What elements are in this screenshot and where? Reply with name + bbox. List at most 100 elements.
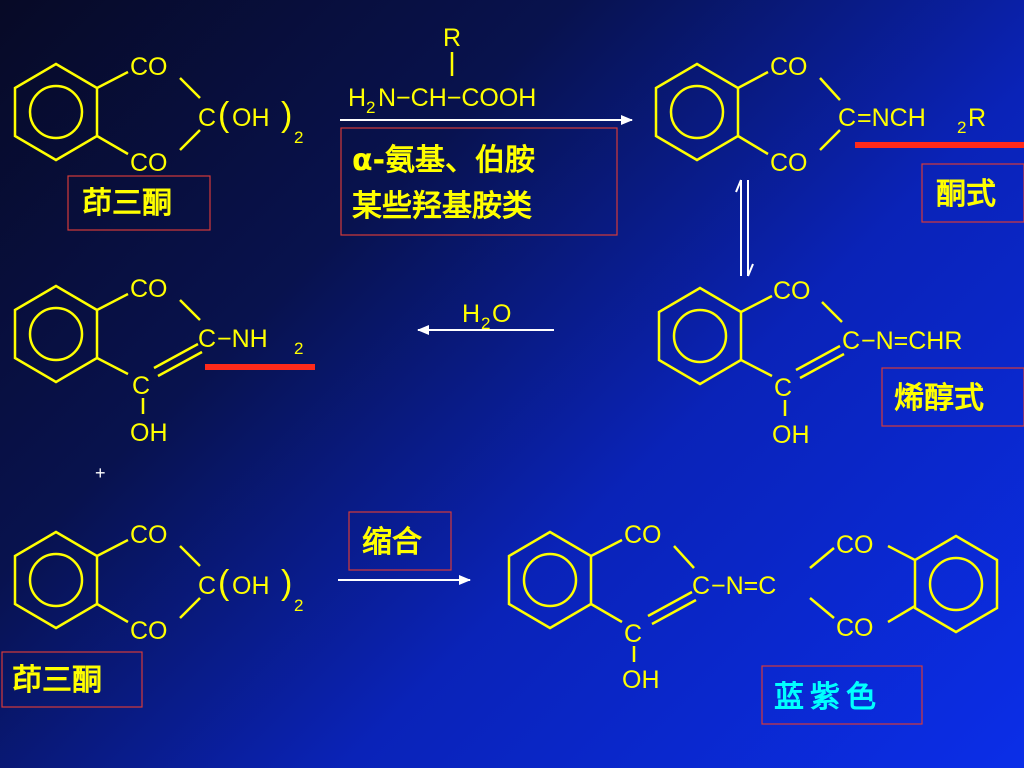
bond [740,294,773,314]
double-bond [647,590,693,618]
benzene-ring [654,62,740,162]
bond [737,70,769,90]
r-group-label: R [968,104,986,132]
reagent-line-2: 某些羟基胺类 [352,189,532,224]
carbon-label: C [624,620,642,648]
benzene-aromatic-circle [928,556,984,612]
benzene-aromatic-circle [672,308,728,364]
carbon-label: C [132,372,150,400]
carbonyl-label: CO [770,149,808,177]
carbon-label: C [838,104,856,132]
bond [96,538,129,558]
carbonyl-label: CO [130,275,168,303]
label-box-ninhydrin [67,175,211,231]
carbonyl-label: CO [836,614,874,642]
bond [590,602,623,624]
keto-form-label: 酮式 [936,177,996,212]
paren-open: ( [218,564,230,602]
amino-acid-chain: N−CH−COOH [378,84,536,112]
paren-open: ( [218,96,230,134]
benzene-ring [507,530,593,630]
ninhydrin-structure-top: CO CO C ( OH ) 2 [13,53,303,177]
hydroxyl-label: OH [232,104,270,132]
benzene-aromatic-circle [28,84,84,140]
bond [96,356,129,376]
plus-sign: + [95,463,106,483]
subscript-2: 2 [957,118,966,137]
amino-acid-formula: R H 2 N−CH−COOH [348,24,536,117]
reagent-line-1: α-氨基、伯胺 [352,143,535,178]
carbon-label: C [198,104,216,132]
reagent-box [340,127,618,236]
double-bond [799,352,845,380]
benzene-ring [13,62,99,162]
imine-group: −N=CHR [861,327,962,355]
condensation-label: 缩合 [362,525,422,560]
imine-link: −N=C [711,572,776,600]
bond [96,602,129,624]
ninhydrin-structure-bottom: CO CO C ( OH ) 2 [13,521,303,645]
bond [819,77,841,101]
label-box-condensation [348,511,452,571]
amine-h-label: H [348,84,366,112]
benzene-aromatic-circle [28,552,84,608]
purple-product-structure: CO C −N=C C OH CO CO [507,521,999,694]
bond [179,129,201,151]
benzene-aromatic-circle [522,552,578,608]
benzene-ring [657,286,743,386]
label-box-keto [921,163,1024,223]
bond [590,538,623,558]
benzene-ring [913,534,999,634]
bond [809,597,835,619]
keto-form-structure: CO CO C =NCH 2 R [654,53,986,177]
bond [821,301,843,323]
carbonyl-label: CO [130,53,168,81]
subscript-2: 2 [481,314,490,333]
bond [179,299,201,321]
paren-close: ) [281,564,292,602]
carbon-label: C [692,572,710,600]
carbon-label: C [842,327,860,355]
benzene-ring [13,284,99,384]
subscript-2: 2 [294,339,303,358]
water-o-label: O [492,300,511,328]
double-bond [651,598,697,626]
carbonyl-label: CO [773,277,811,305]
enol-form-label: 烯醇式 [894,381,984,416]
bond [179,545,201,567]
carbonyl-label: CO [836,531,874,559]
bond [887,604,916,624]
bond [673,545,695,569]
carbonyl-label: CO [130,617,168,645]
bond [819,129,841,151]
amine-group: −NH [217,325,268,353]
carbon-label: C [774,374,792,402]
bond [179,77,201,99]
label-box-enol [881,367,1024,427]
label-box-ninhydrin [1,651,143,708]
carbonyl-label: CO [130,149,168,177]
carbonyl-label: CO [624,521,662,549]
amino-intermediate-structure: CO C −NH 2 C OH [13,275,303,447]
benzene-aromatic-circle [28,306,84,362]
equilibrium-arrows [735,179,754,277]
double-bond [157,350,203,378]
product-color-label: 蓝紫色 [774,680,882,715]
enol-form-structure: CO C −N=CHR C OH [657,277,962,449]
double-bond [795,344,841,372]
water-h-label: H [462,300,480,328]
imine-group: =NCH [857,104,926,132]
hydroxyl-label: OH [130,419,168,447]
r-group-label: R [443,24,461,52]
label-box-product [761,665,923,725]
carbonyl-label: CO [130,521,168,549]
bond [96,134,129,156]
carbonyl-label: CO [770,53,808,81]
bond [96,292,129,312]
hydroxyl-label: OH [772,421,810,449]
ninhydrin-label: 茚三酮 [12,663,102,698]
bond [887,544,916,562]
bond [96,70,129,90]
bond [740,358,773,378]
